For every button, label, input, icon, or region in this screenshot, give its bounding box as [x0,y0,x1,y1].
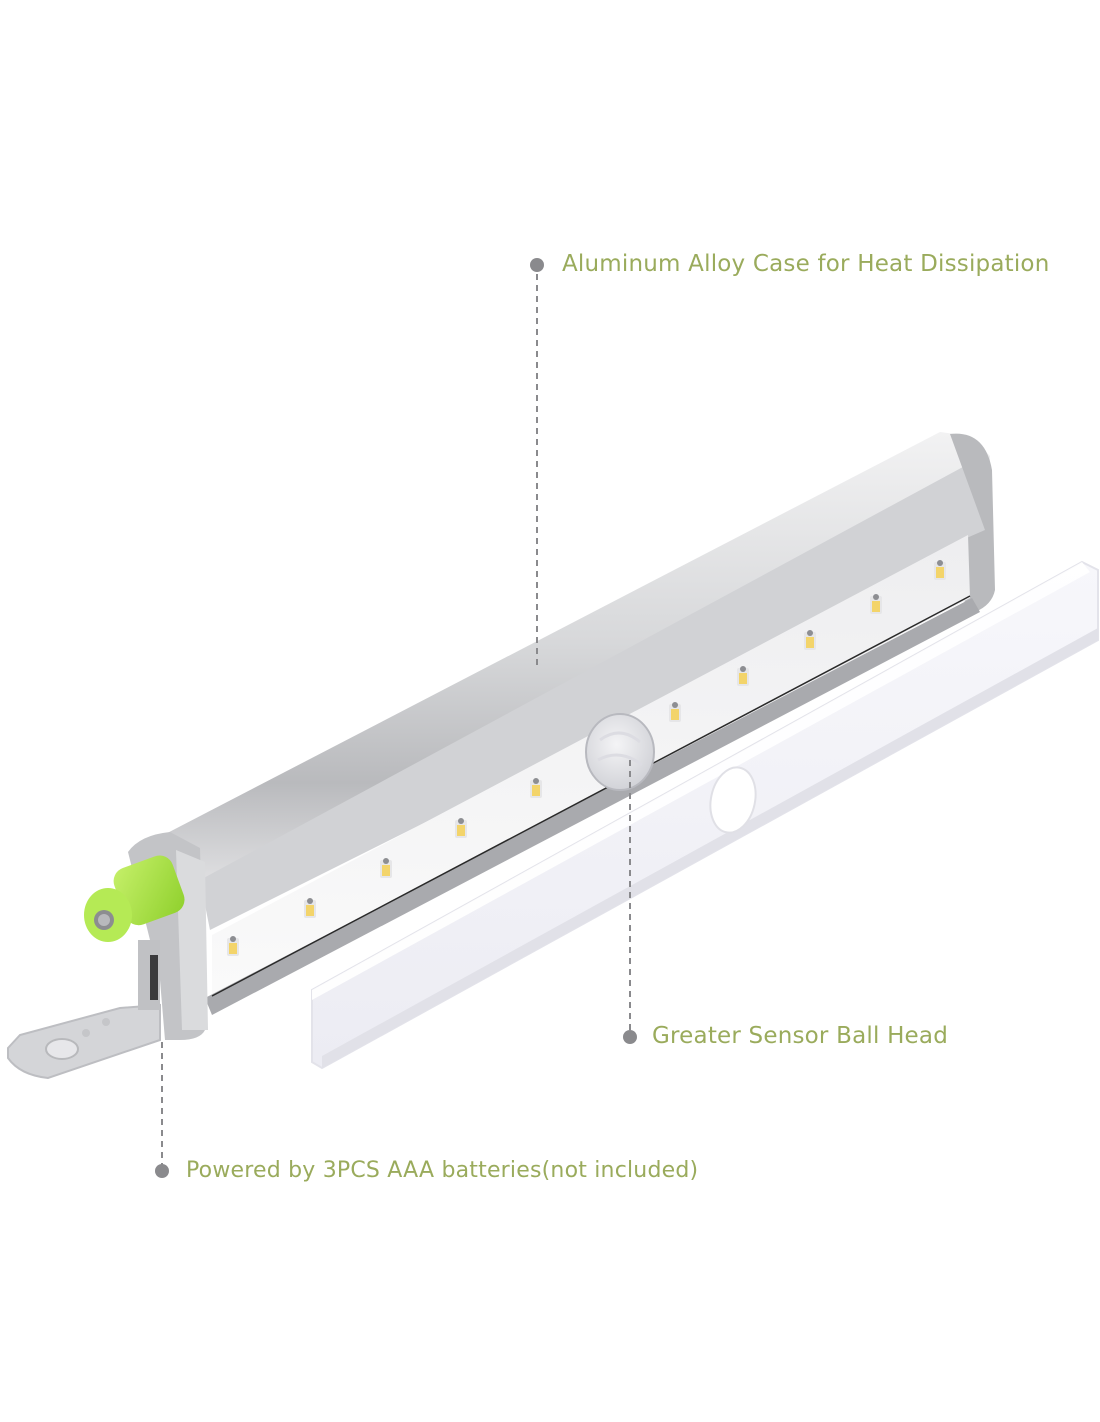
diffuser-cover [311,560,1099,1070]
callout-aluminum-case: Aluminum Alloy Case for Heat Dissipation [530,253,1050,276]
callout-dot-icon [623,1029,637,1044]
pir-sensor-ball-head [585,713,655,791]
led-strip [227,560,946,956]
callout-battery: Powered by 3PCS AAA batteries(not includ… [155,1160,698,1182]
callout-label: Powered by 3PCS AAA batteries(not includ… [186,1158,699,1183]
mounting-bracket [7,940,161,1080]
callout-label: Aluminum Alloy Case for Heat Dissipation [562,251,1050,277]
sensor-hole [709,766,757,834]
battery-end-cap [84,855,185,942]
callout-dot-icon [530,257,544,272]
callout-label: Greater Sensor Ball Head [652,1023,949,1049]
callout-leader-lines [161,274,631,1166]
callout-sensor-ball-head: Greater Sensor Ball Head [623,1025,948,1048]
callout-dot-icon [155,1164,169,1178]
